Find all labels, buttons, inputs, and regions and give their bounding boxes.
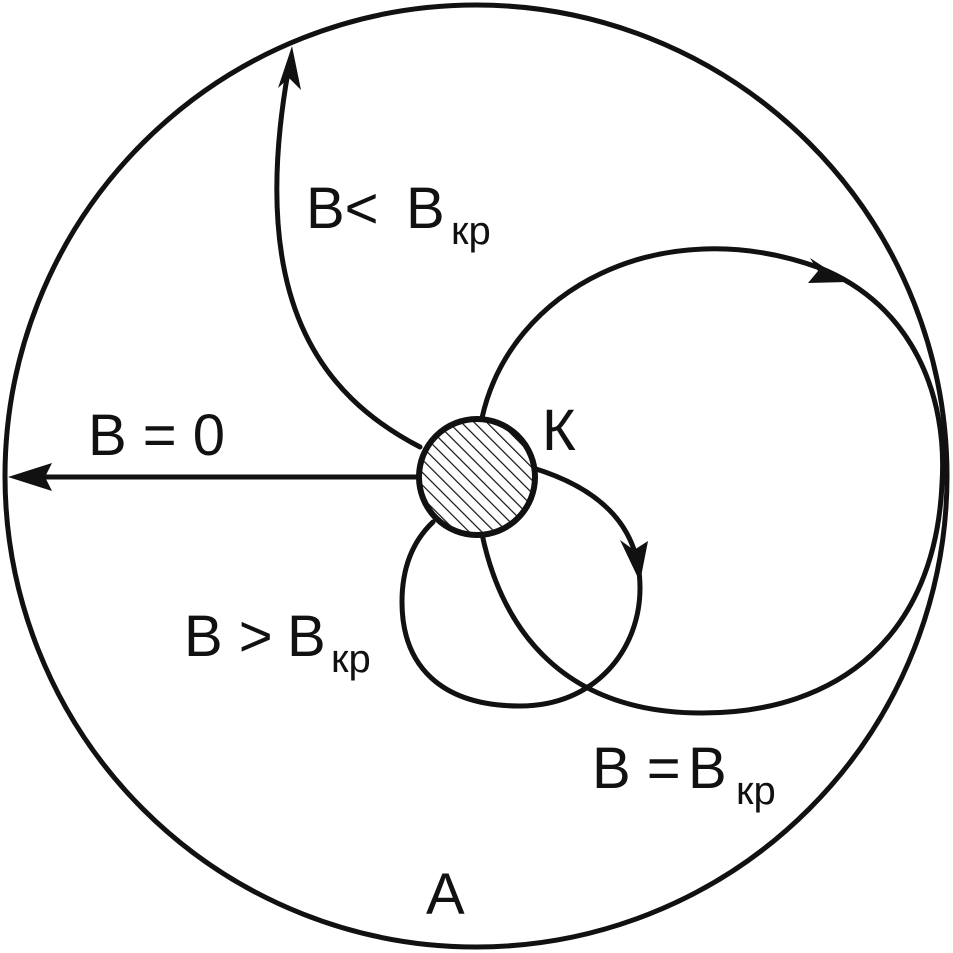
cathode-circle: [416, 416, 538, 538]
label-b-less-critical-sub: кр: [451, 209, 491, 253]
label-b-less-critical: B< B кр: [306, 176, 491, 253]
label-b-equal-critical-sub: кр: [736, 769, 776, 813]
label-b-greater-critical-main: B >: [184, 604, 273, 669]
label-cathode: К: [542, 398, 576, 463]
trajectory-b-equal-critical: [479, 246, 946, 716]
trajectory-b-less-critical: [274, 69, 423, 450]
label-b-less-critical-b: B: [406, 176, 445, 241]
label-b-greater-critical-b: B: [287, 604, 326, 669]
label-b-greater-critical-sub: кр: [331, 637, 371, 681]
arrow-head-b-zero: [8, 463, 52, 491]
arrow-head-b-less-critical: [278, 46, 301, 90]
label-b-zero: B = 0: [88, 403, 225, 468]
label-b-less-critical-main: B<: [306, 176, 379, 241]
arrow-head-b-greater-critical: [620, 540, 648, 582]
label-b-equal-critical-main: B =: [592, 736, 681, 801]
arrow-head-b-equal-critical: [808, 258, 847, 283]
label-b-equal-critical-b: B: [688, 736, 727, 801]
label-b-equal-critical: B = B кр: [592, 736, 776, 813]
trajectory-b-greater-critical: [399, 465, 643, 709]
label-anode: А: [426, 862, 465, 927]
label-b-greater-critical: B > B кр: [184, 604, 371, 681]
